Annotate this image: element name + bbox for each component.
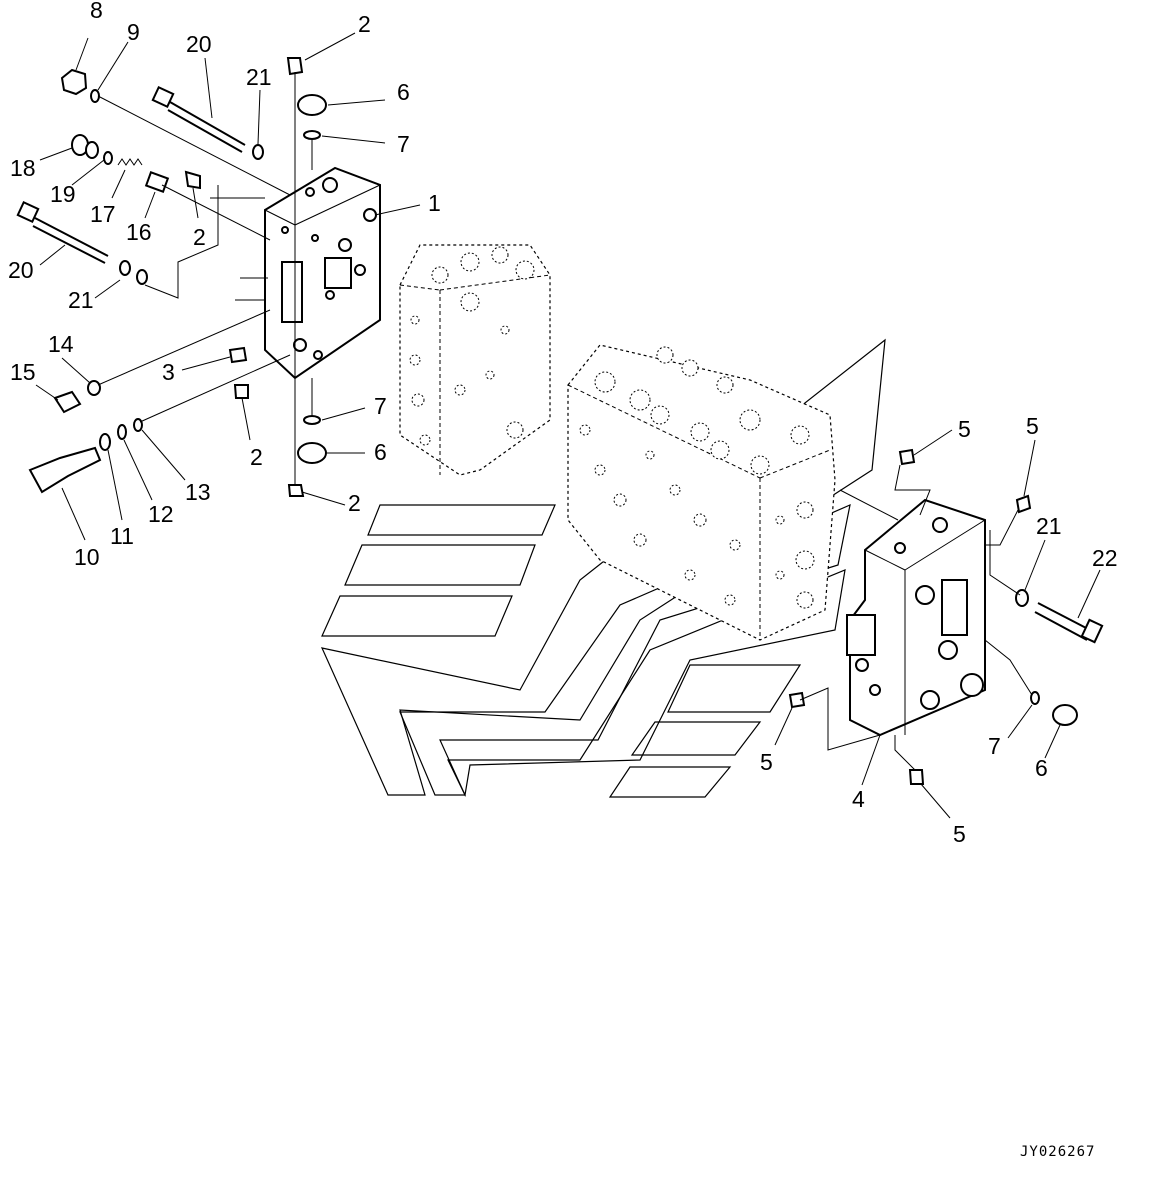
callout-6-upper: 6 [397,79,410,105]
callout-2-mid-lower: 2 [250,444,263,470]
callout-7-lower: 7 [374,393,387,419]
leader-lines [35,32,1101,819]
callout-20-lower: 20 [8,257,34,283]
callout-19: 19 [50,181,76,207]
hardware-parts [16,57,1104,785]
callout-8: 8 [90,0,103,23]
callout-5-right: 5 [1026,413,1039,439]
callout-2-mid-upper: 2 [193,224,206,250]
callout-21-upper: 21 [246,64,272,90]
callout-10: 10 [74,544,100,570]
callout-6-lower: 6 [374,439,387,465]
callout-16: 16 [126,219,152,245]
callout-21-lower: 21 [68,287,94,313]
callout-17: 17 [90,201,116,227]
callout-7-right: 7 [988,733,1001,759]
callout-5-bottom: 5 [953,821,966,847]
callout-2-bottom: 2 [348,490,361,516]
callout-12: 12 [148,501,174,527]
section-block-1 [264,166,381,380]
callout-9: 9 [127,19,140,45]
callout-5-left: 5 [760,749,773,775]
main-valve-body-ghost [399,244,551,476]
callout-5-top: 5 [958,416,971,442]
callout-6-right: 6 [1035,755,1048,781]
callout-11: 11 [110,523,134,549]
callout-18: 18 [10,155,36,181]
section-block-4 [846,498,986,737]
callout-7-upper: 7 [397,131,410,157]
main-valve-body [567,344,836,641]
callout-1: 1 [428,190,441,216]
callout-14: 14 [48,331,74,357]
callout-21-right: 21 [1036,513,1062,539]
callout-15: 15 [10,359,36,385]
manufacturer-logo [320,338,886,798]
callout-4: 4 [852,786,865,812]
callout-labels: 8 9 20 21 2 6 7 18 19 17 16 2 1 20 21 14… [8,0,1118,847]
callout-22: 22 [1092,545,1118,571]
callout-2-top: 2 [358,11,371,37]
callout-3: 3 [162,359,175,385]
drawing-code: JY026267 [1020,1144,1095,1160]
callout-20-upper: 20 [186,31,212,57]
callout-13: 13 [185,479,211,505]
